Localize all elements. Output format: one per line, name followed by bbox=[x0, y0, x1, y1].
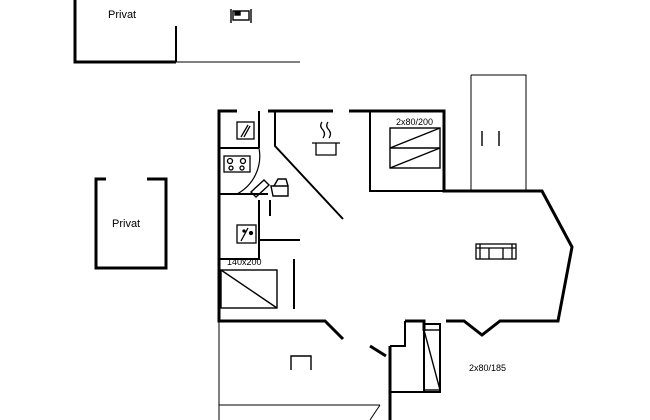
hob-icon bbox=[223, 155, 251, 173]
exterior-walls bbox=[217, 109, 574, 420]
sofa-icon bbox=[475, 243, 517, 260]
column-marker bbox=[290, 355, 312, 370]
bed-2x80-200 bbox=[389, 127, 441, 169]
bed-label-140x200: 140x200 bbox=[227, 257, 262, 267]
door-swing bbox=[236, 147, 261, 195]
bed-label-2x80-200: 2x80/200 bbox=[396, 117, 433, 127]
privat-area-top bbox=[73, 0, 300, 64]
shower-icon bbox=[236, 224, 257, 244]
bed-label-2x80-185: 2x80/185 bbox=[469, 363, 506, 373]
privat-area-left bbox=[94, 177, 168, 270]
toilet-icon bbox=[249, 178, 289, 198]
washing-machine-icon bbox=[236, 121, 255, 140]
privat-label-left: Privat bbox=[112, 218, 140, 230]
interior-walls bbox=[219, 111, 444, 393]
cooking-pot-icon bbox=[312, 121, 340, 156]
privat-label-top: Privat bbox=[108, 9, 136, 21]
bed-icon bbox=[230, 9, 252, 23]
bed-2x80-185 bbox=[423, 329, 441, 391]
wall-marks bbox=[481, 131, 500, 146]
bed-140x200 bbox=[220, 269, 278, 309]
